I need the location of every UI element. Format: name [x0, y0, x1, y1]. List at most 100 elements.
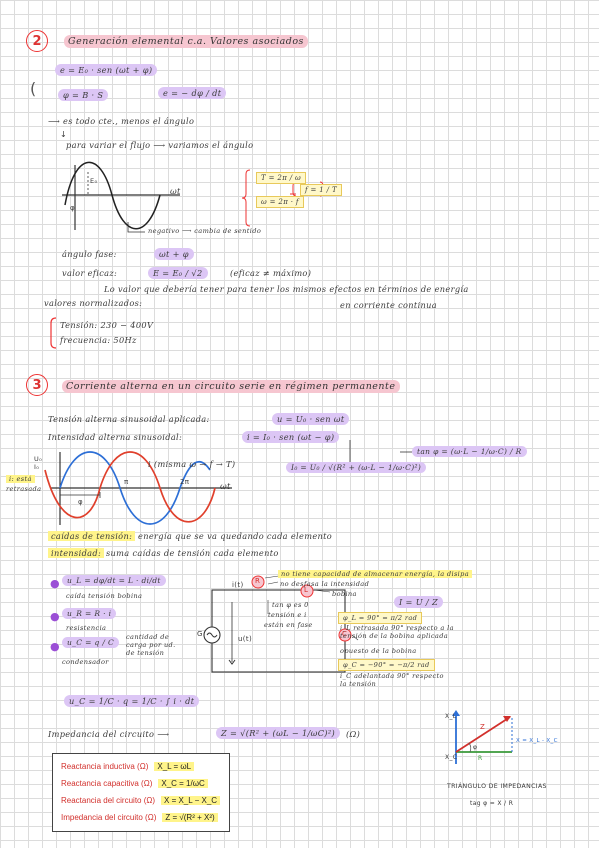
section-2-title: Generación elemental c.a. Valores asocia… [64, 35, 308, 48]
tension-eq: u = U₀ · sen ωt [272, 413, 350, 425]
intensity-eq: i = I₀ · sen (ωt − φ) [242, 431, 340, 443]
uR-eq: u_R = R · i [62, 608, 117, 619]
row-formula: X_C = 1/ωC [158, 779, 208, 788]
iL-note: i_L retrasada 90° respecto a la tensión … [340, 624, 454, 640]
row-formula: Z = √(R² + X²) [162, 813, 218, 822]
graph-phi: φ [70, 204, 75, 212]
circuit-G: G [197, 630, 203, 638]
graph-2pi: 2π [180, 478, 190, 486]
I-eq: I = U / Z [394, 596, 444, 608]
tri-XC: X_C [445, 754, 458, 761]
intensidad-text: suma caídas de tensión cada elemento [106, 548, 279, 558]
row-formula: X_L = ωL [154, 762, 195, 771]
tan-eq: tan φ = (ω·L − 1/ω·C) / R [412, 446, 527, 457]
L-note-2: tensión e i [268, 611, 307, 619]
circuit-i: i(t) [232, 581, 244, 589]
uC-integral: u_C = 1/C · q = 1/C · ∫ i · dt [64, 695, 200, 707]
R-note-1: no tiene capacidad de almacenar energía,… [278, 570, 472, 578]
table-row: Reactancia del circuito (Ω)X = X_L − X_C [61, 796, 221, 805]
row-label: Reactancia inductiva (Ω) [61, 762, 149, 771]
graph-E0: E₀ [90, 177, 98, 185]
bullet-2: ● [50, 610, 60, 623]
note-cte: ⟶ es todo cte., menos el ángulo [48, 116, 195, 126]
uR-note: resistencia [66, 624, 107, 632]
tri-Z: Z [480, 723, 486, 731]
w-formula: ω = 2π · f [256, 196, 304, 208]
row-formula: X = X_L − X_C [161, 796, 221, 805]
table-row: Impedancia del circuito (Ω) Z = √(R² + X²… [61, 813, 218, 822]
eq-phi: φ = B · S [58, 89, 109, 101]
impedancia-label: Impedancia del circuito ⟶ [48, 729, 170, 739]
section-3-title: Corriente alterna en un circuito serie e… [62, 380, 400, 393]
section-3-number: 3 [26, 374, 48, 396]
uL-eq: u_L = dφ/dt = L · di/dt [62, 575, 166, 586]
graph-i-note: i (misma ω → f → T) [148, 459, 236, 469]
rms-sentence-2: valores normalizados: [44, 298, 143, 308]
tri-title: TRIÁNGULO DE IMPEDANCIAS [447, 783, 547, 790]
uC-label: condensador [62, 658, 109, 666]
table-row: Reactancia capacitiva (Ω) X_C = 1/ωC [61, 779, 208, 788]
uC-eq: u_C = q / C [62, 637, 120, 648]
bullet-1: ● [50, 577, 60, 590]
tri-X: X = X_L - X_C [516, 738, 558, 744]
section-2-number: 2 [26, 30, 48, 52]
rms-label: valor eficaz: [62, 268, 118, 278]
tension-values: Tensión: 230 − 400V [60, 320, 154, 330]
tri-XL: X_L [445, 713, 457, 720]
angle-phase-value: ωt + φ [154, 248, 194, 260]
bracket-left: ( [30, 79, 37, 98]
side-note-2: retrasada [6, 485, 42, 493]
caidas-text: energía que se va quedando cada elemento [138, 531, 333, 541]
arrow-down: ↓ [60, 129, 68, 139]
phiL: φ_L = 90° = π/2 rad [338, 612, 423, 624]
f-formula: f = 1 / T [300, 184, 342, 196]
tri-tag: tag φ = X / R [470, 800, 514, 807]
bullet-3: ● [50, 640, 60, 653]
L-note-0: bobina [332, 590, 357, 598]
eq-e: e = E₀ · sen (ωt + φ) [55, 64, 158, 76]
tri-R: R [478, 755, 483, 762]
tension-line: Tensión alterna sinusoidal aplicada: [48, 414, 210, 424]
frequency-values: frecuencia: 50Hz [60, 335, 137, 345]
note-angle: para variar el flujo ⟶ variamos el ángul… [66, 140, 254, 150]
intensity-line: Intensidad alterna sinusoidal: [48, 432, 183, 442]
reactance-table: Reactancia inductiva (Ω) X_L = ωL Reactan… [52, 753, 230, 832]
R-note-2: no desfasa la intensidad [280, 580, 370, 588]
table-row: Reactancia inductiva (Ω) X_L = ωL [61, 762, 195, 771]
circuit-u: u(t) [238, 635, 253, 643]
rms-sentence-1: Lo valor que debería tener para tener lo… [104, 284, 469, 294]
I0-eq: I₀ = U₀ / √(R² + (ω·L − 1/ω·C)²) [286, 462, 427, 473]
row-label: Impedancia del circuito (Ω) [61, 813, 157, 822]
impedancia-unit: (Ω) [346, 729, 361, 739]
graph-wt-2: ωt [220, 481, 231, 491]
circuit-C: C [342, 630, 348, 638]
uL-note: caída tensión bobina [66, 592, 143, 600]
L-note-3: están en fase [264, 621, 313, 629]
row-label: Reactancia capacitiva (Ω) [61, 779, 153, 788]
graph-pi: π [124, 478, 129, 486]
iC-note: i_C adelantada 90° respecto la tensión [340, 672, 444, 688]
phiC: φ_C = −90° = −π/2 rad [338, 659, 435, 671]
eq-e2: e = − dφ / dt [158, 87, 227, 99]
tri-phi: φ [473, 744, 478, 751]
rms-note: (eficaz ≠ máximo) [230, 268, 312, 278]
graph-I0: I₀ [34, 463, 40, 471]
L-note-1: tan φ es 0 [272, 601, 309, 609]
angle-phase-label: ángulo fase: [62, 249, 117, 259]
impedancia-eq: Z = √(R² + (ωL − 1/ωC)²) [216, 727, 341, 739]
uC-note: cantidad de carga por ud. de tensión [126, 633, 176, 657]
caidas-label: caídas de tensión: [48, 531, 136, 541]
graph-phi-2: φ [78, 498, 83, 506]
T-formula: T = 2π / ω [256, 172, 307, 184]
graph-wt: ωt [170, 186, 181, 196]
graph-note: negativo ⟶ cambia de sentido [148, 227, 262, 235]
C-note-0: opuesto de la bobina [340, 647, 417, 655]
graph-U0: U₀ [34, 455, 43, 463]
rms-sentence-3: en corriente continua [340, 300, 438, 310]
intensidad-label: intensidad: [48, 548, 105, 558]
